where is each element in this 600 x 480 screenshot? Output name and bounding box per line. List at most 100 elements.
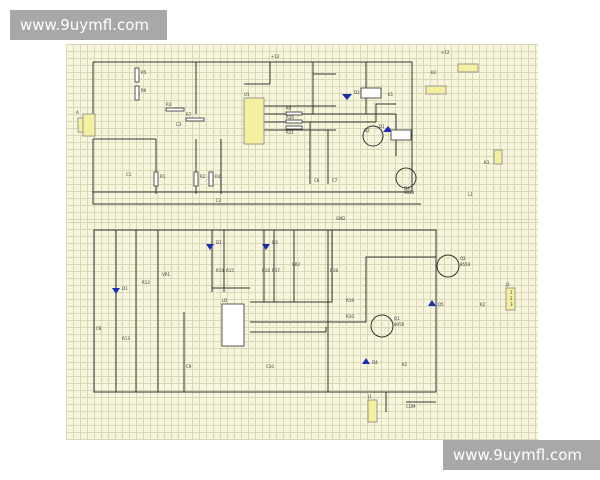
resistor-r4: [208, 171, 214, 187]
label-k2: K2: [480, 302, 486, 307]
label-vr1: VR1: [162, 272, 171, 277]
diodes-lower: [112, 244, 436, 364]
connector-j2: [505, 287, 516, 311]
ic-u1-label: U1: [244, 92, 250, 97]
transistor-q2: [436, 254, 460, 278]
label-q2: Q2: [364, 128, 370, 133]
label-r13: R13: [122, 336, 130, 341]
schematic-sheet-upper: A U1 +12 +12 R5 R6 R1 R2 R4 R3 R7 R9 R10…: [66, 44, 538, 222]
label-c9: C9: [186, 364, 192, 369]
label-r11: R11: [286, 130, 294, 135]
label-q1: Q1: [394, 316, 400, 321]
connector-k2: [425, 85, 447, 95]
diode-d2: [342, 94, 352, 100]
label-k1: K1: [388, 92, 394, 97]
ic-u2: [221, 303, 245, 347]
label-d2: D2: [216, 240, 222, 245]
schematic-lower-svg: D1 D2 D3 D4 D5 R12 R13 R14 R15 R16 R17 R…: [93, 229, 516, 423]
label-r4: R4: [215, 174, 221, 179]
wires-lower: [93, 229, 437, 412]
label-gnd: GND: [336, 216, 345, 221]
labels-upper: +12 +12 R5 R6 R1 R2 R4 R3 R7 R9 R10 R11 …: [126, 50, 490, 221]
relays-upper: [360, 87, 412, 141]
label-d1: D1: [122, 286, 128, 291]
connector-j-top: [457, 63, 479, 73]
schematic-upper-svg: A U1 +12 +12 R5 R6 R1 R2 R4 R3 R7 R9 R10…: [76, 50, 503, 221]
label-r9: R9: [286, 106, 292, 111]
label-r19: R19: [346, 298, 354, 303]
diodes-upper: [342, 94, 393, 132]
label-k3: K3: [484, 160, 490, 165]
resistor-r1: [153, 171, 159, 187]
transistors-lower: [370, 254, 460, 338]
connector-j-right: [493, 149, 503, 165]
resistor-r5: [134, 67, 140, 83]
label-d3: D3: [272, 240, 278, 245]
label-r14: R14: [216, 268, 224, 273]
resistors-upper: [134, 67, 303, 187]
transistor-q1: [370, 314, 394, 338]
label-q2: Q2: [460, 256, 466, 261]
label-c10: C10: [266, 364, 274, 369]
resistor-r2: [193, 171, 199, 187]
label-c1: C1: [126, 172, 132, 177]
resistor-r7: [185, 117, 205, 122]
label-r5: R5: [141, 70, 147, 75]
label-q1-type: 8050: [394, 322, 405, 327]
diode-d2: [206, 244, 214, 250]
label-c7: C7: [332, 178, 338, 183]
connector-j1: [367, 399, 378, 423]
schematic-sheet-lower: D1 D2 D3 D4 D5 R12 R13 R14 R15 R16 R17 R…: [66, 222, 538, 440]
relay-coil-k2: [390, 129, 412, 141]
connectors-right-upper: [425, 63, 503, 165]
label-c3: C3: [176, 122, 182, 127]
diode-d1: [112, 288, 120, 294]
transistors-upper: [362, 125, 417, 189]
diode-d4: [362, 358, 370, 364]
label-q2-type: 8550: [460, 262, 471, 267]
label-r20: R20: [346, 314, 354, 319]
resistor-r3: [165, 107, 185, 112]
label-r15: R15: [226, 268, 234, 273]
watermark-bottom: www.9uymfl.com: [443, 440, 600, 470]
wires-upper: [92, 61, 421, 205]
label-r7: R7: [186, 112, 192, 117]
label-r1: R1: [160, 174, 166, 179]
label-u2: U2: [222, 298, 228, 303]
label-j2: J2: [505, 282, 510, 287]
label-pin-2: 2: [510, 296, 513, 301]
label-c8: C8: [96, 326, 102, 331]
resistor-r9: [285, 111, 303, 116]
connectors-lower: [367, 287, 516, 423]
label-r6: R6: [141, 88, 147, 93]
label-coil: L1: [468, 192, 473, 197]
label-c2: C2: [216, 198, 222, 203]
vcc-right-label: +12: [441, 50, 450, 55]
label-r17: R17: [272, 268, 280, 273]
transistor-q2: [362, 125, 384, 147]
label-r18: R18: [330, 268, 338, 273]
ic-u1: U1: [243, 92, 265, 145]
resistor-r10: [285, 119, 303, 124]
label-q4-type: 9013: [404, 190, 415, 195]
label-r10: R10: [286, 115, 294, 120]
label-c6: C6: [314, 178, 320, 183]
resistor-r11: [285, 125, 303, 130]
label-d4: D4: [372, 360, 378, 365]
vcc-label: +12: [271, 54, 280, 59]
resistor-r6: [134, 85, 140, 101]
label-k2: K2: [431, 70, 437, 75]
label-q4: Q4: [404, 186, 410, 191]
label-r16: R16: [262, 268, 270, 273]
label-d1: D1: [379, 124, 385, 129]
transistor-q4: [395, 167, 417, 189]
watermark-top: www.9uymfl.com: [10, 10, 167, 40]
label-pin-3: 3: [510, 302, 513, 307]
label-vr2: VR2: [292, 262, 301, 267]
relay-coil-k1: [360, 87, 382, 99]
connector-a: A: [76, 110, 96, 137]
label-j1: J1: [367, 394, 372, 399]
label-com: COM: [406, 404, 416, 409]
diode-d5: [428, 300, 436, 306]
labels-lower: D1 D2 D3 D4 D5 R12 R13 R14 R15 R16 R17 R…: [96, 240, 513, 409]
